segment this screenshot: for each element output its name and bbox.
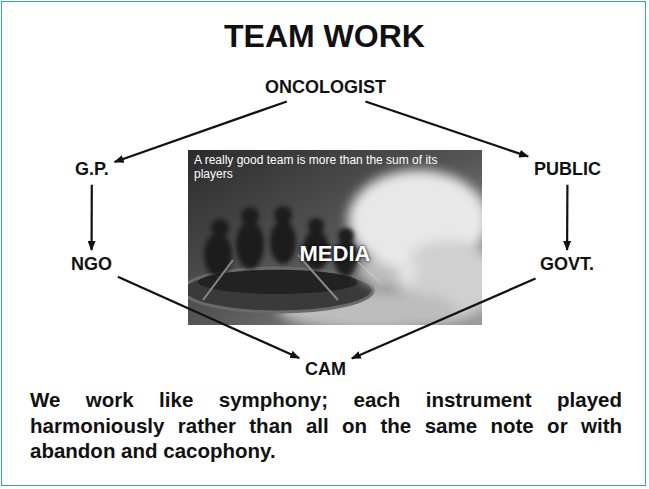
- arrow-connector: [365, 101, 528, 156]
- arrow-connector: [118, 277, 299, 358]
- arrow-connector: [566, 185, 569, 250]
- diagram-title: TEAM WORK: [0, 18, 649, 55]
- photo-label: MEDIA: [188, 242, 482, 266]
- role-text: ONCOLOGIST: [265, 78, 386, 98]
- diagram-caption: We work like symphony; each instrument p…: [30, 387, 622, 464]
- role-label: CAM: [301, 357, 350, 383]
- role-label: GOVT.: [536, 252, 598, 278]
- role-label: ONCOLOGIST: [261, 75, 390, 101]
- role-text: G.P.: [75, 160, 109, 180]
- arrow-connector: [90, 185, 92, 250]
- role-text: GOVT.: [540, 255, 594, 275]
- role-label: G.P.: [71, 157, 113, 183]
- role-text: PUBLIC: [534, 160, 601, 180]
- role-label: NGO: [67, 252, 116, 278]
- role-label: PUBLIC: [530, 157, 605, 183]
- arrow-connector: [352, 279, 536, 359]
- arrow-connector: [115, 101, 287, 161]
- photo-panel: A really good team is more than the sum …: [188, 150, 482, 325]
- role-text: CAM: [305, 360, 346, 380]
- role-text: NGO: [71, 255, 112, 275]
- photo-quote: A really good team is more than the sum …: [194, 153, 474, 182]
